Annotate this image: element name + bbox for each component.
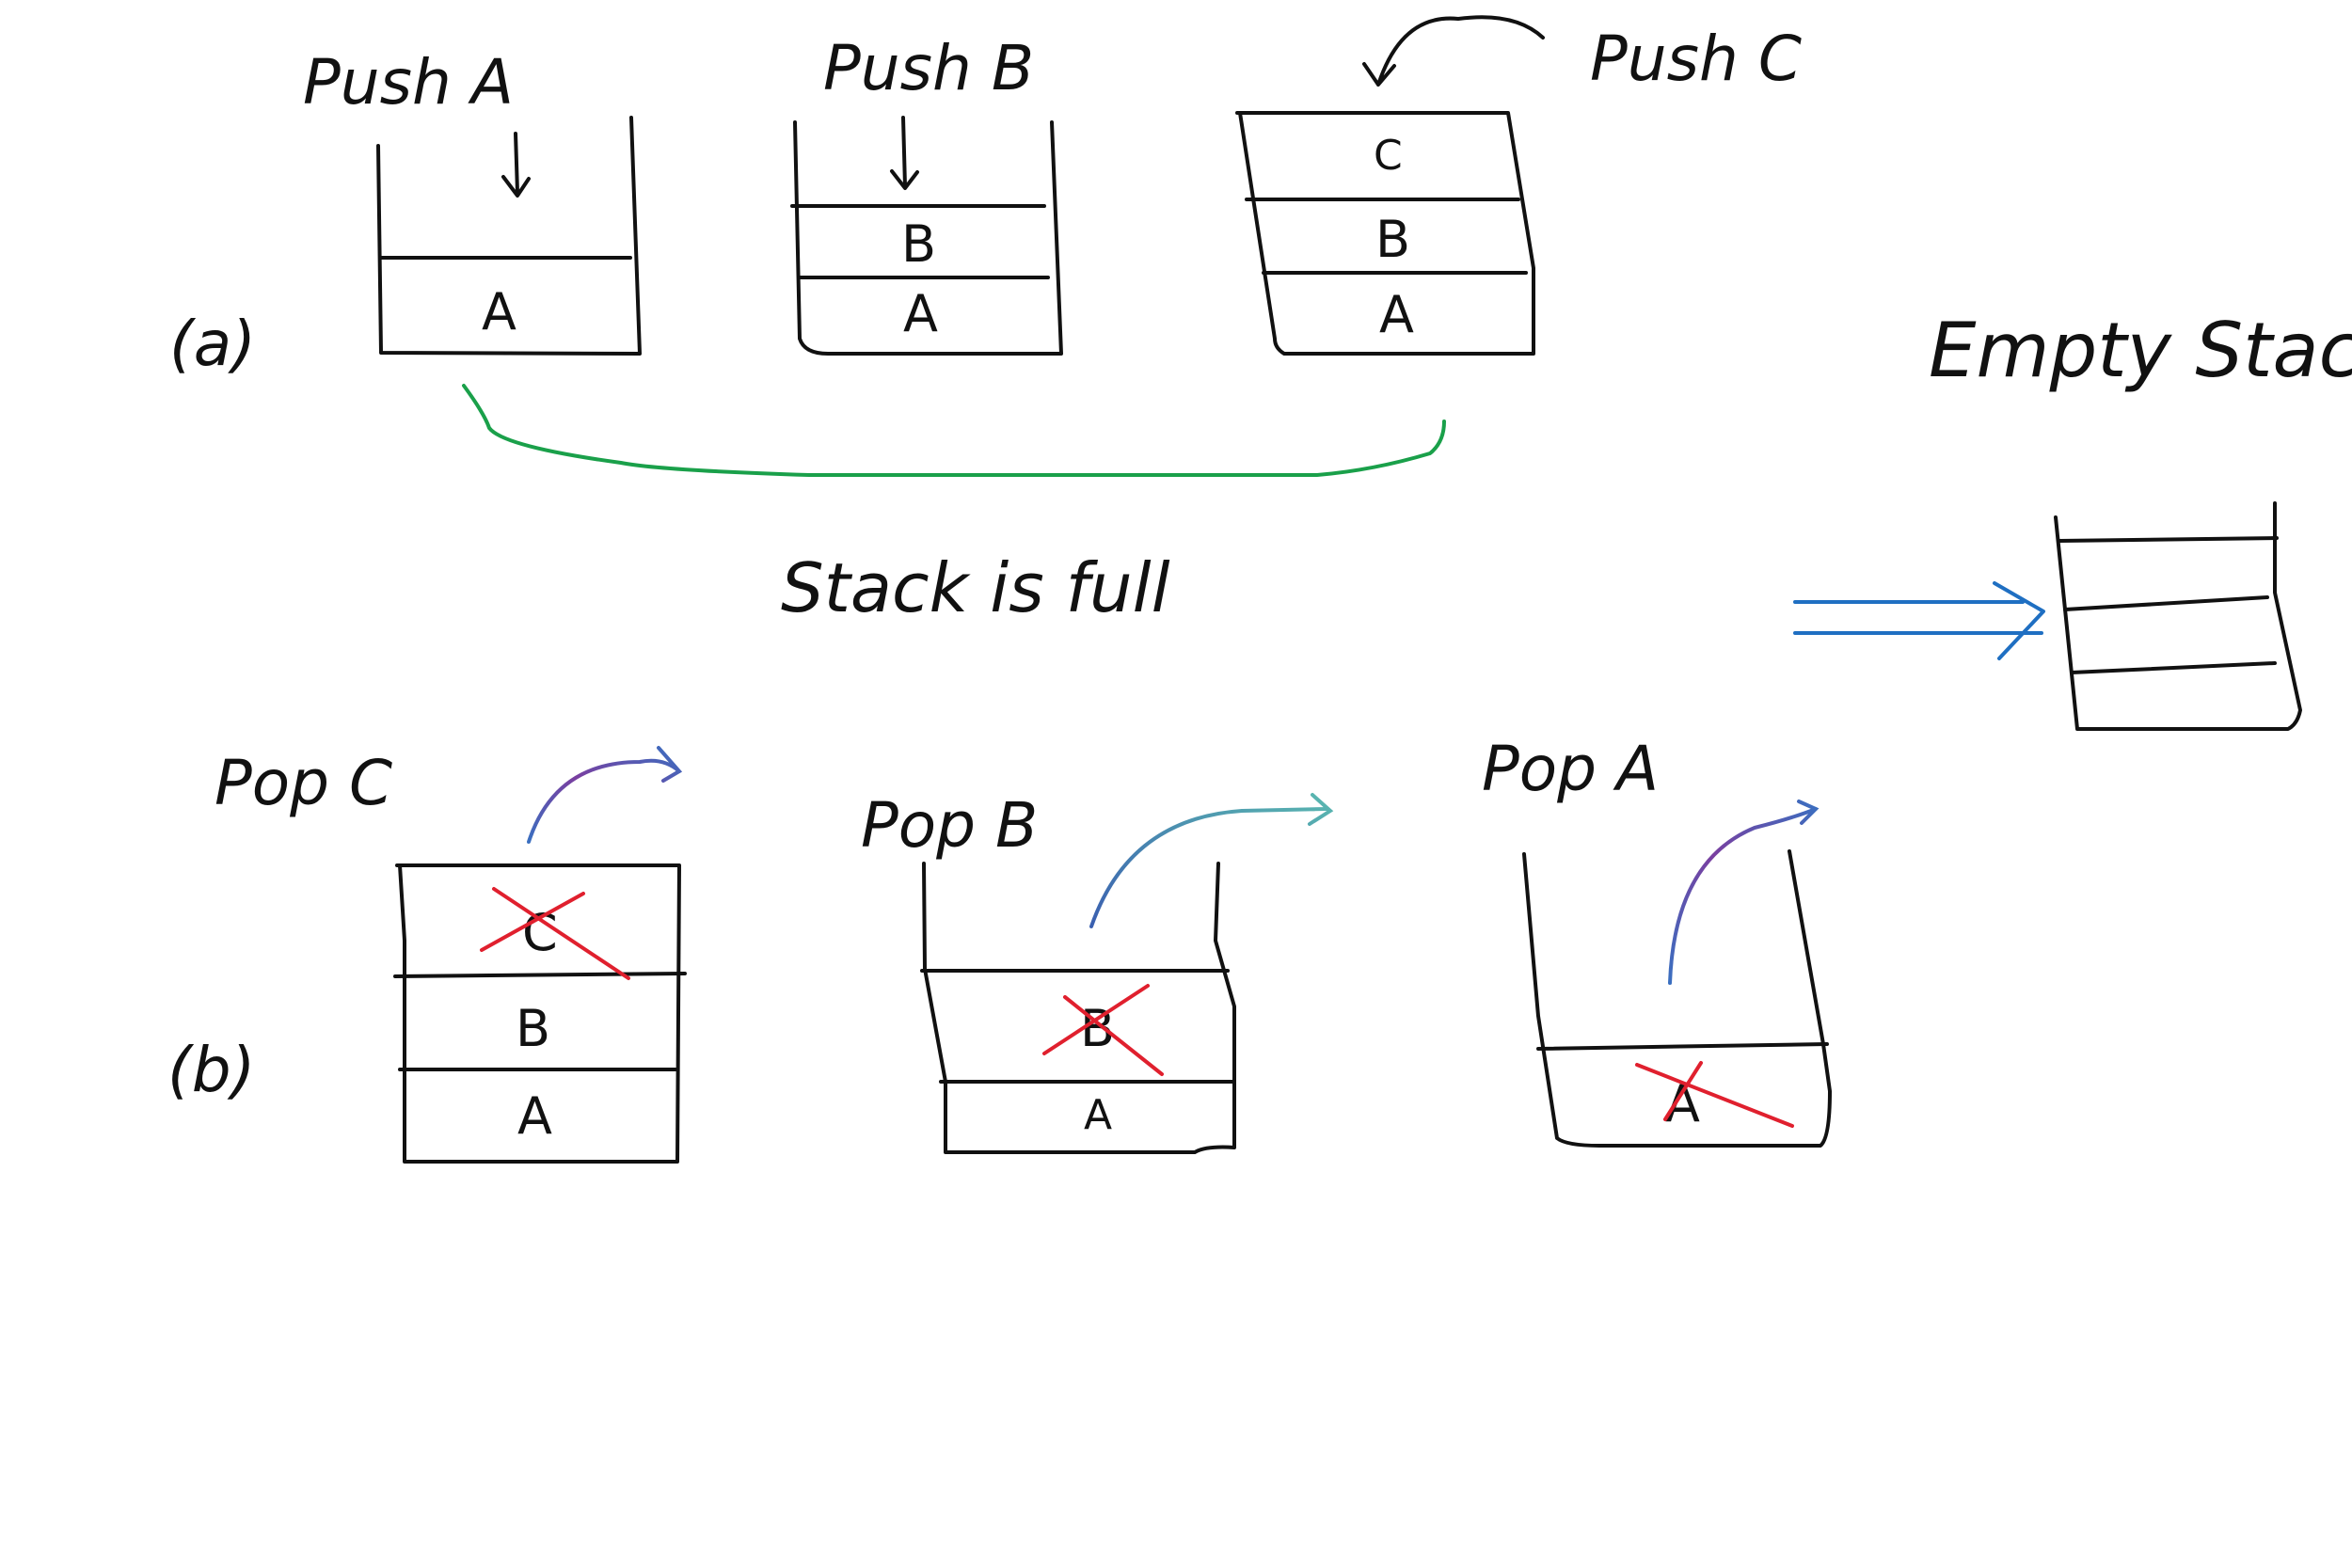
part-b: (b) Pop C C B A Pop B B A Pop A [167,733,1832,1164]
cell-divider [2057,536,2279,543]
stack-outline [376,116,642,356]
stack-outline [1235,111,1535,356]
pop-c-title: Pop C [215,747,392,819]
empty-stack-result: Empty Stack [1793,307,2352,731]
pop-a-title: Pop A [1482,733,1659,805]
stack-outline [793,120,1063,356]
pop-arrow-icon [527,746,683,844]
stack-cell-label: A [482,282,516,341]
pop-a-step: Pop A A [1482,733,1832,1148]
push-b-step: Push B B A [790,32,1063,356]
push-b-title: Push B [823,32,1034,104]
cell-divider [2070,661,2277,674]
pop-b-step: Pop B B A [861,789,1334,1154]
down-arrow-icon [890,116,919,190]
implies-arrow-icon [1793,581,2045,660]
stack-outline [395,863,681,1164]
stack-cell-label: A [1084,1091,1112,1139]
removed-cross-icon [1635,1061,1794,1128]
stack-cell-label: C [1374,132,1403,180]
pop-arrow-icon [1089,793,1334,928]
empty-stack-title: Empty Stack [1929,307,2352,394]
stack-cell-label: A [903,284,938,343]
stack-outline [2054,501,2302,731]
stack-cell-label: A [517,1086,552,1146]
stack-cell-label: B [1080,999,1115,1058]
stack-full-caption: Stack is full [781,548,1170,627]
stack-outline [922,862,1236,1154]
removed-cross-icon [1042,984,1164,1076]
part-a: (a) Push A A Push B B A Push C C [169,15,1802,627]
stack-cell-label: B [901,214,936,274]
part-b-label: (b) [167,1034,255,1106]
cell-divider [393,972,687,978]
cell-divider [1536,1042,1829,1051]
pop-arrow-icon [1668,800,1820,985]
pop-b-title: Pop B [861,789,1038,862]
part-a-label: (a) [169,308,256,380]
stack-cell-label: B [1375,210,1410,269]
removed-cross-icon [480,887,630,980]
cell-divider [2063,595,2269,611]
push-a-title: Push A [303,46,514,119]
push-c-step: Push C C B A [1235,15,1802,356]
stack-cell-label: A [1379,285,1414,344]
curved-arrow-icon [1362,15,1545,87]
down-arrow-icon [501,132,531,198]
push-c-title: Push C [1590,23,1802,95]
stack-outline [1522,849,1832,1148]
pop-c-step: Pop C C B A [215,746,687,1164]
stack-cell-label: B [516,999,550,1058]
stack-full-bracket [462,384,1446,477]
push-a-step: Push A A [303,46,642,356]
